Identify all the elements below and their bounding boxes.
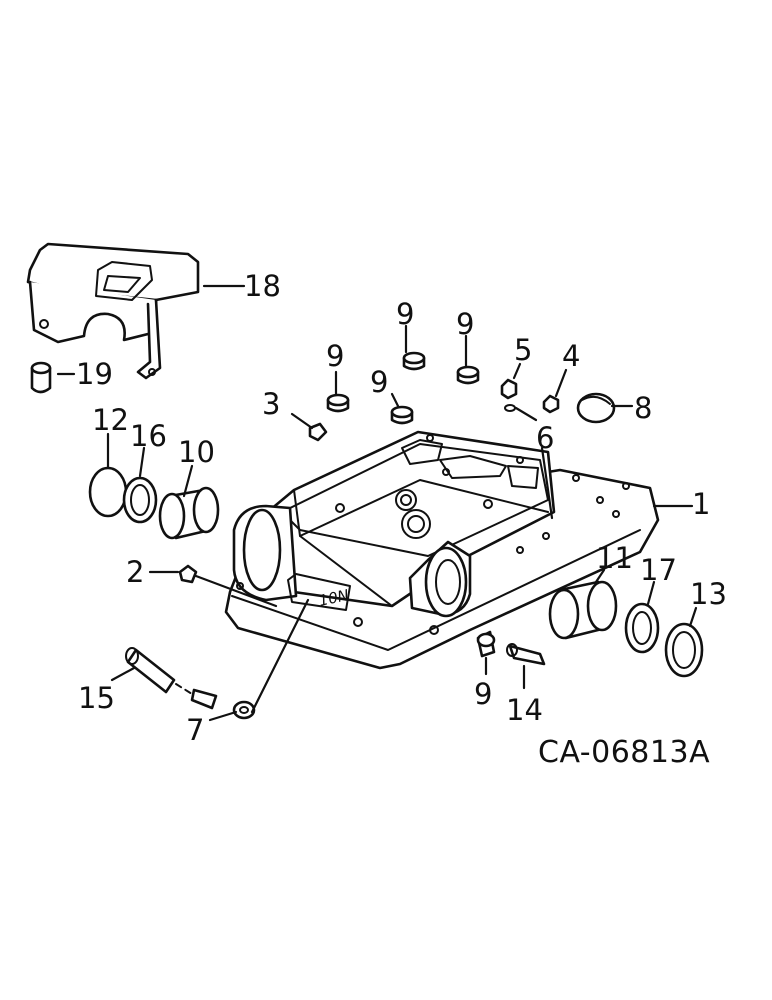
housing-stamp: 10N [317,586,350,610]
plug-part [456,365,480,385]
plug-part [390,405,414,425]
callout-6: 6 [536,421,554,455]
o-ring-part [504,404,516,412]
seal-part [122,476,158,524]
callout-18: 18 [244,269,281,303]
plug-part [476,630,496,658]
screw-part [308,422,328,442]
callout-9: 9 [396,297,414,331]
callout-8: 8 [634,391,652,425]
callout-16: 16 [130,419,167,453]
seal-part [624,602,660,654]
callout-12: 12 [92,403,129,437]
callout-10: 10 [178,435,215,469]
callout-9: 9 [456,307,474,341]
callout-1: 1 [692,487,710,521]
sleeve-part [548,580,618,640]
plug-part [88,466,128,518]
callout-7: 7 [186,713,204,747]
callout-15: 15 [78,681,115,715]
cap-part [664,622,704,678]
callout-labels: 18 19 9 9 9 9 3 5 4 8 6 1 12 16 10 2 11 … [76,269,727,747]
bracket-plate-part [26,242,200,380]
callout-11: 11 [596,541,633,575]
reference-code: CA-06813A [538,735,710,770]
plug-part [326,393,350,413]
cap-part [576,392,616,424]
callout-3: 3 [262,387,280,421]
screw-part [178,564,198,584]
washer-part [232,700,256,720]
callout-4: 4 [562,339,580,373]
callout-9: 9 [370,365,388,399]
callout-9: 9 [474,677,492,711]
fitting-part [542,394,560,414]
pin-part [506,643,546,666]
cover-housing-part: 10N [224,430,660,670]
bushing-part [30,361,52,394]
callout-2: 2 [126,555,144,589]
callout-19: 19 [76,357,113,391]
leader-lines [56,284,698,722]
callout-13: 13 [690,577,727,611]
callout-14: 14 [506,693,543,727]
pin-part [125,647,218,710]
fitting-part [500,378,518,400]
callout-5: 5 [514,333,532,367]
plug-part [402,351,426,371]
callout-17: 17 [640,553,677,587]
sleeve-part [158,486,220,540]
callout-9: 9 [326,339,344,373]
